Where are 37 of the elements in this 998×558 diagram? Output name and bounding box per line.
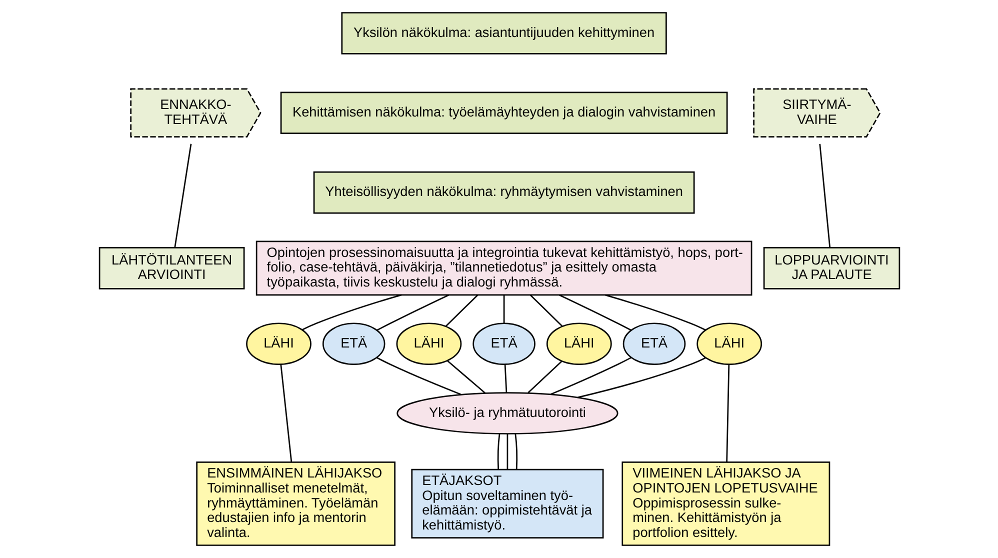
connector — [496, 434, 500, 470]
connector — [504, 364, 507, 393]
connector — [558, 294, 632, 331]
node-ellipse: ETÄ — [622, 322, 686, 366]
node-box: VIIMEINEN LÄHIJAKSO JA OPINTOJEN LOPETUSVAIHE Oppimisprosessin sulke- minen. Kehittämistyön ja portfolion esittely. — [621, 462, 830, 546]
node-box: Kehittämisen näkökulma: työelämäyhteyden ja dialogin vahvistaminen — [280, 92, 728, 134]
connector — [446, 360, 486, 394]
connector — [577, 357, 706, 398]
node-ellipse: LÄHI — [396, 322, 462, 366]
connector — [529, 294, 562, 327]
node-ellipse: LÄHI — [246, 322, 311, 366]
node-box: LOPPUARVIOINTI JA PALAUTE — [762, 247, 900, 290]
connector — [376, 357, 462, 396]
node-ellipse: LÄHI — [696, 322, 762, 366]
connector — [444, 294, 478, 327]
node-box: ETÄJAKSOT Opitun soveltaminen työ- elämään: oppimistehtävät ja kehittämistyö. — [410, 468, 604, 539]
node-ellipse: ETÄ — [472, 322, 535, 366]
connector — [502, 295, 504, 324]
connector — [301, 294, 402, 330]
connector — [280, 364, 292, 462]
node-ellipse: ETÄ — [322, 322, 385, 366]
connector — [174, 144, 192, 248]
node-box: Yhteisöllisyyden näkökulma: ryhmäytymisen vahvistaminen — [312, 171, 694, 214]
connector — [527, 360, 562, 394]
node-ellipse: Yksilö- ja ryhmätuutorointi — [396, 392, 618, 434]
connector — [818, 144, 830, 248]
node-box: LÄHTÖTILANTEEN ARVIOINTI — [98, 247, 244, 290]
connector — [514, 434, 518, 470]
connector — [726, 364, 730, 462]
node-box: ENSIMMÄINEN LÄHIJAKSO Toiminnalliset menetelmät, ryhmäyttäminen. Työelämän edustajien info ja mentorin valinta. — [196, 462, 395, 546]
node-box: Yksilön näkökulma: asiantuntijuuden kehittyminen — [340, 12, 666, 54]
node-box: Opintojen prosessinomaisuutta ja integrointia tukevat kehittämistyö, hops, port- folio, case-tehtävä, päiväkirja, ”tilannetiedotus” ja esittely omasta työpaikasta, tiivis keskustelu ja dialogi ryhmässä. — [255, 240, 752, 296]
connector — [604, 294, 706, 331]
node-ellipse: LÄHI — [546, 322, 612, 366]
connector — [376, 294, 449, 331]
connector — [550, 356, 632, 395]
connector — [506, 434, 508, 470]
